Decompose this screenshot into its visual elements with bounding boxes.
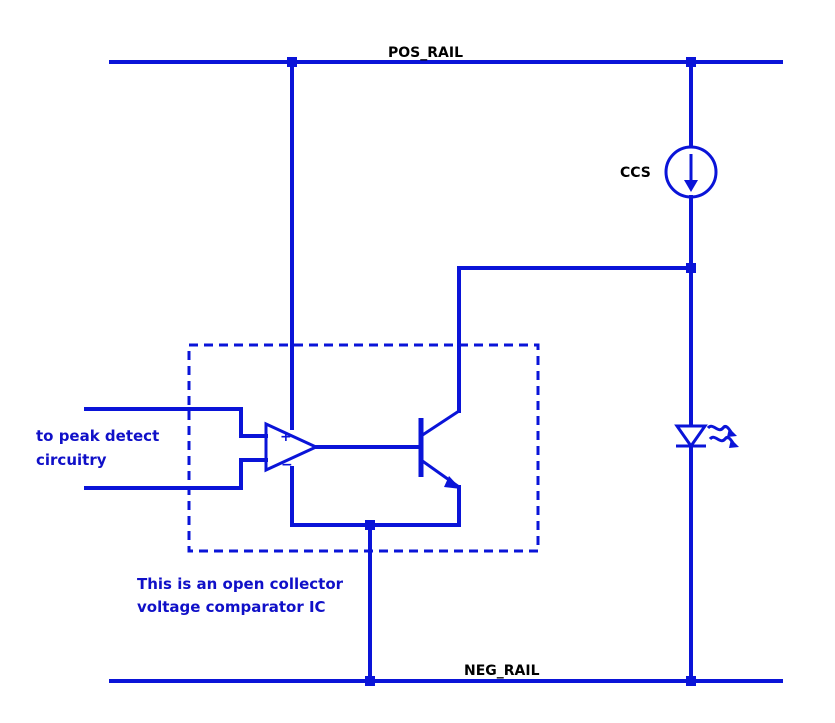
junction-dot	[365, 520, 375, 530]
input-note-line1: to peak detect	[36, 427, 159, 445]
npn-transistor-icon	[418, 409, 461, 489]
neg-rail-label: NEG_RAIL	[464, 663, 540, 679]
junction-dot	[686, 263, 696, 273]
pos-rail-label: POS_RAIL	[388, 45, 463, 61]
comparator-icon	[264, 421, 320, 473]
led-icon	[674, 424, 739, 449]
comparator-minus-pin: −	[281, 457, 293, 473]
ic-ground-wire	[290, 466, 461, 527]
junction-dot	[365, 676, 375, 686]
input-note-line2: circuitry	[36, 451, 107, 469]
ic-note-line1: This is an open collector	[137, 575, 344, 593]
junction-dot	[686, 676, 696, 686]
input-wire-top	[84, 407, 268, 438]
ic-boundary	[187, 343, 540, 553]
collector-wire	[457, 266, 693, 413]
junction-dot	[287, 57, 297, 67]
junction-dot	[686, 57, 696, 67]
ic-note-line2: voltage comparator IC	[137, 598, 326, 616]
comparator-plus-pin: +	[280, 429, 292, 445]
ccs-label: CCS	[620, 165, 651, 181]
input-wire-bottom	[84, 458, 268, 490]
current-source-icon	[664, 145, 718, 199]
